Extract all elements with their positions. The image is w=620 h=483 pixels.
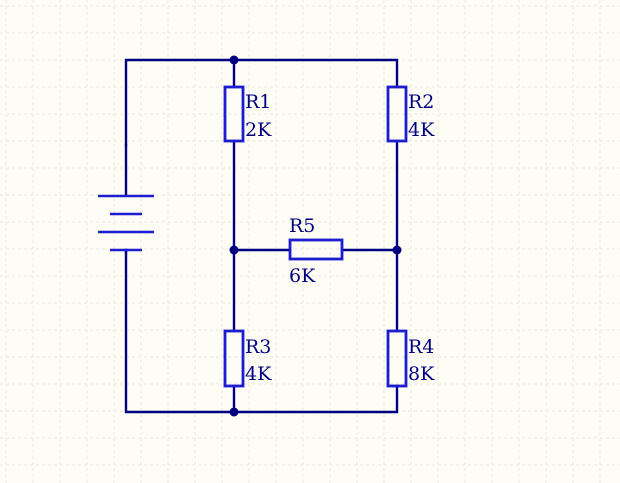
junction-bottom xyxy=(229,407,239,417)
r2-value: 4K xyxy=(408,119,435,141)
r5-name: R5 xyxy=(289,215,315,237)
wires xyxy=(124,58,399,414)
r5-value: 6K xyxy=(289,265,316,287)
junction-mid-left xyxy=(229,245,239,255)
resistor-r2 xyxy=(386,85,408,143)
resistor-r5 xyxy=(288,238,344,261)
battery-icon xyxy=(98,194,154,252)
r1-value: 2K xyxy=(245,119,272,141)
resistor-r1 xyxy=(223,85,245,143)
wire-top xyxy=(124,58,399,147)
r4-value: 8K xyxy=(408,363,435,385)
r3-value: 4K xyxy=(245,363,272,385)
resistor-r4 xyxy=(386,329,408,388)
r4-name: R4 xyxy=(408,336,434,358)
junction-top xyxy=(229,55,239,65)
resistor-r3 xyxy=(223,329,245,388)
r1-name: R1 xyxy=(245,91,271,113)
junction-mid-right xyxy=(392,245,402,255)
wire-bottom xyxy=(124,248,399,414)
r2-name: R2 xyxy=(408,91,434,113)
r3-name: R3 xyxy=(245,336,271,358)
